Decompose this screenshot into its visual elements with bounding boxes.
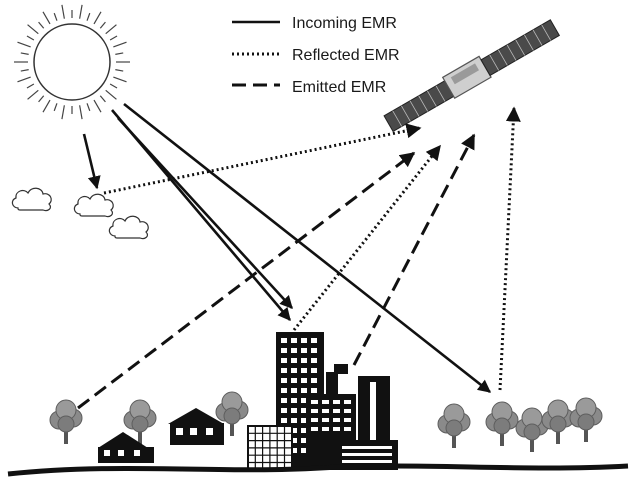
cloud-icon: [11, 187, 52, 212]
tree-icon: [485, 401, 519, 447]
building-icon: [247, 332, 398, 471]
legend-label-emitted: Emitted EMR: [292, 79, 386, 96]
sun-ray: [115, 52, 124, 55]
sun-ray: [105, 89, 117, 100]
sun-ray: [109, 35, 118, 41]
sun-ray: [38, 21, 45, 29]
house-icon: [98, 432, 154, 463]
reflected-emr-arrows: [103, 106, 521, 391]
sun-ray: [20, 52, 29, 55]
sun-ray: [17, 76, 31, 83]
sun-ray: [79, 105, 83, 120]
sun-ray: [53, 103, 58, 112]
tree-icon: [541, 399, 575, 445]
sun-ray: [42, 11, 51, 25]
sun-ray: [20, 69, 29, 72]
incoming-emr-arrows: [82, 102, 492, 394]
incoming-arrow-to-cloud: [82, 133, 101, 190]
incoming-arrow-to-city: [117, 117, 293, 309]
sun-ray: [86, 103, 91, 112]
sun-ray: [93, 11, 102, 25]
reflected-arrow-from-cloud: [103, 123, 422, 195]
emitted-emr-arrows: [77, 133, 476, 410]
sun-ray: [38, 95, 45, 103]
legend-label-incoming: Incoming EMR: [292, 15, 397, 32]
tree-icon: [49, 399, 83, 445]
incoming-arrow-to-trees: [123, 102, 492, 394]
tree-icon: [569, 397, 603, 443]
satellite-icon: [383, 19, 561, 133]
tree-icon: [437, 403, 471, 449]
sun-ray: [79, 4, 83, 19]
sun-ray: [99, 21, 106, 29]
ground-line: [7, 463, 629, 477]
legend-label-reflected: Reflected EMR: [292, 47, 400, 64]
sun-ray: [27, 89, 39, 100]
emitted-arrow-from-tree: [77, 151, 416, 410]
sun-icon: [14, 4, 130, 120]
cloud-icon: [108, 215, 149, 240]
reflected-arrow-from-building: [292, 144, 442, 331]
legend: Incoming EMR Reflected EMR Emitted EMR: [232, 15, 400, 96]
sun-ray: [93, 99, 102, 113]
sun-ray: [61, 4, 65, 19]
sun-ray: [113, 41, 127, 48]
sun-ray: [115, 69, 124, 72]
sun-ray: [113, 76, 127, 83]
sun-ray: [27, 24, 39, 35]
sun-ray: [26, 83, 35, 89]
sun-ray: [99, 95, 106, 103]
sun-ray: [61, 105, 65, 120]
sun-ray: [42, 99, 51, 113]
sun-ray: [17, 41, 31, 48]
sun-ray: [86, 12, 91, 21]
sun-ray: [26, 35, 35, 41]
sun-ray: [105, 24, 117, 35]
emitted-arrow-from-city: [352, 133, 476, 366]
sun-ray: [109, 83, 118, 89]
house-icon: [168, 408, 224, 445]
sun-ray: [53, 12, 58, 21]
reflected-arrow-from-trees: [498, 106, 521, 391]
cloud-icon: [73, 193, 114, 218]
